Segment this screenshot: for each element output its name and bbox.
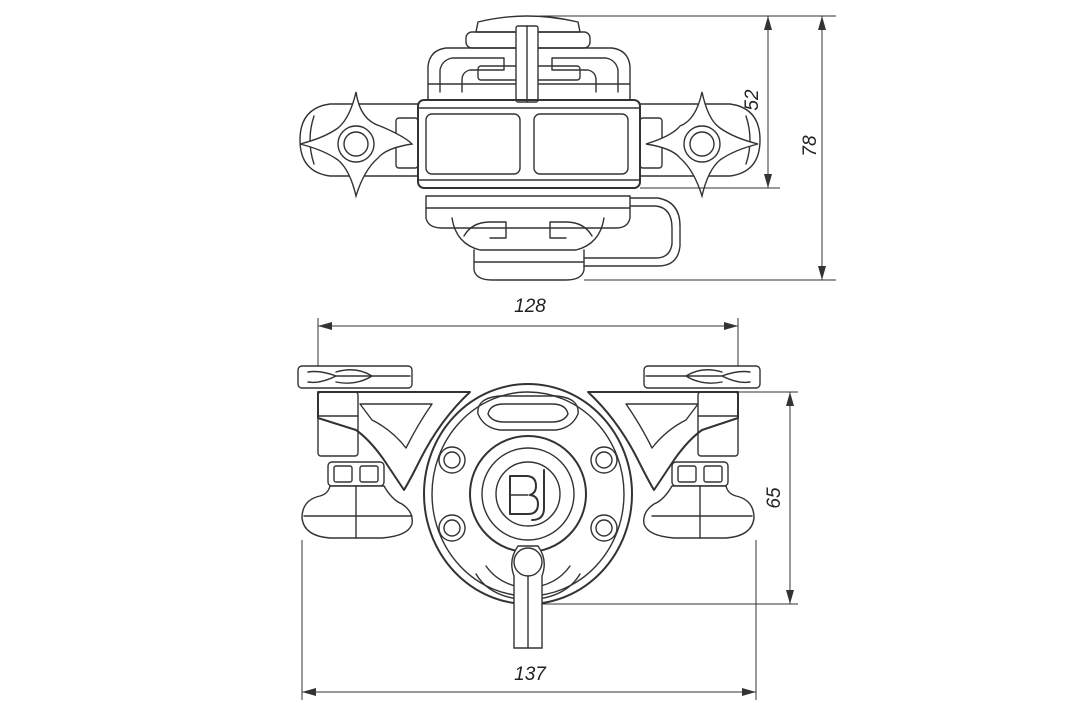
left-arm (299, 103, 419, 177)
wire-loop (583, 197, 681, 267)
right-knob (643, 461, 755, 539)
front-view (297, 318, 798, 700)
left-knob (301, 461, 413, 539)
left-rail (297, 365, 413, 389)
left-star-knob (299, 91, 414, 199)
left-bracket (317, 391, 471, 491)
right-side-block (697, 391, 739, 457)
right-arm (639, 103, 761, 177)
dim-label-128: 128 (514, 296, 546, 317)
bolt-bottom-left (438, 514, 466, 542)
lower-housing (425, 195, 631, 229)
bj-logo-mark (509, 469, 545, 521)
dim-label-52: 52 (742, 89, 763, 111)
right-bracket (587, 391, 739, 491)
right-star-knob (645, 91, 759, 199)
upper-housing (427, 47, 631, 101)
bolt-top-left (438, 446, 466, 474)
logo-ring-outer (469, 435, 587, 553)
bolt-top-right (590, 446, 618, 474)
left-side-block (317, 391, 359, 457)
dim-label-65: 65 (764, 487, 785, 509)
mount-disc (423, 383, 633, 649)
right-rail (643, 365, 761, 389)
dim-label-78: 78 (800, 135, 821, 157)
dim-label-137: 137 (514, 664, 547, 685)
main-band (417, 99, 641, 189)
top-view (299, 15, 836, 281)
bolt-bottom-right (590, 514, 618, 542)
